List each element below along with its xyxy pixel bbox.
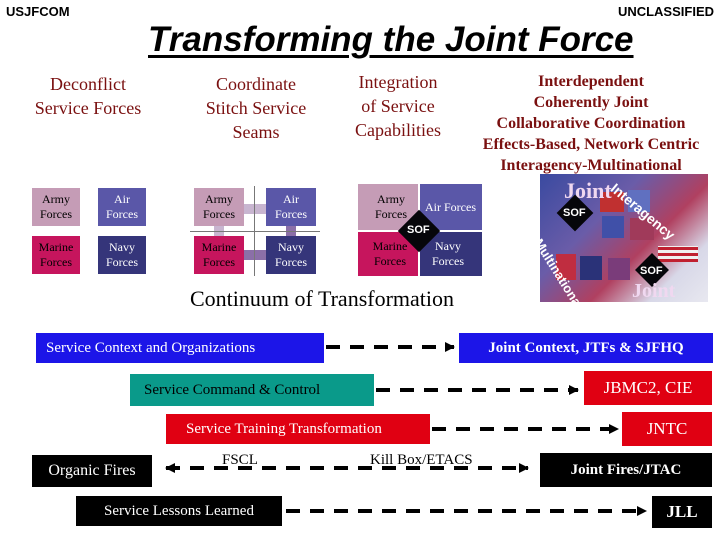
sof-label: SOF (407, 224, 430, 236)
seam-line (190, 231, 320, 232)
column-heading-integration: Integration of Service Capabilities (330, 70, 466, 142)
collage-tile (608, 258, 630, 280)
army-forces-box: Army Forces (32, 188, 80, 226)
collage-tile (580, 256, 602, 280)
flag-stripes (658, 246, 698, 262)
collage-tile (630, 218, 654, 240)
service-training-band: Service Training Transformation (166, 414, 430, 444)
army-forces-box: Army Forces (194, 188, 244, 226)
marine-forces-box: Marine Forces (194, 236, 244, 274)
heading-line: Effects-Based, Network Centric (482, 136, 700, 153)
column-heading-interdependent: Interdependent Coherently Joint Collabor… (462, 71, 720, 176)
heading-line: Seams (232, 122, 280, 142)
seam-connector (244, 250, 266, 260)
heading-line: Service Forces (34, 98, 142, 118)
column-heading-deconflict: Deconflict Service Forces (18, 72, 158, 120)
marine-forces-box: Marine Forces (358, 232, 418, 276)
column-heading-coordinate: Coordinate Stitch Service Seams (186, 72, 326, 144)
jll-box: JLL (652, 496, 712, 528)
band-label: Service Training Transformation (186, 420, 382, 437)
heading-line: Interdependent (538, 73, 644, 90)
heading-line: Interagency-Multinational (500, 157, 682, 174)
joint-fires-box: Joint Fires/JTAC (540, 453, 712, 487)
collage-tile (556, 254, 576, 280)
continuum-title: Continuum of Transformation (190, 286, 455, 311)
heading-line: Capabilities (355, 120, 441, 140)
collage-tile (600, 192, 624, 212)
seam-connector (244, 204, 266, 214)
sof-label: SOF (563, 207, 586, 219)
sof-label: SOF (640, 265, 663, 277)
organic-fires-box: Organic Fires (32, 455, 152, 487)
heading-line: Stitch Service (205, 98, 307, 118)
service-context-band: Service Context and Organizations (36, 333, 324, 363)
integration-group: Army Forces Air Forces Marine Forces Nav… (358, 184, 482, 276)
air-forces-box: Air Forces (420, 184, 482, 230)
coordinate-group: Army Forces Air Forces Marine Forces Nav… (190, 186, 320, 276)
heading-line: Collaborative Coordination (496, 115, 686, 132)
joint-text-bottom: Joint (632, 280, 676, 302)
collage-tile (602, 216, 624, 238)
heading-line: Coordinate (216, 74, 296, 94)
band-label: Service Command & Control (144, 381, 321, 398)
box-label: JBMC2, CIE (603, 378, 693, 397)
jntc-box: JNTC (622, 412, 712, 446)
jbmc2-box: JBMC2, CIE (584, 371, 712, 405)
service-command-band: Service Command & Control (130, 374, 374, 406)
heading-line: Deconflict (50, 74, 126, 94)
fscl-label: FSCL (222, 452, 258, 468)
air-forces-box: Air Forces (98, 188, 146, 226)
air-forces-box: Air Forces (266, 188, 316, 226)
org-label: USJFCOM (6, 4, 70, 19)
navy-forces-box: Navy Forces (266, 236, 316, 274)
kill-box-label: Kill Box/ETACS (370, 452, 473, 468)
marine-forces-box: Marine Forces (32, 236, 80, 274)
box-label: JLL (666, 502, 698, 521)
page-title: Transforming the Joint Force (148, 20, 634, 59)
box-label: Organic Fires (48, 462, 136, 479)
box-label: Joint Context, JTFs & SJFHQ (488, 339, 684, 356)
box-label: JNTC (646, 419, 688, 438)
joint-collage: Joint Interagency Multinational SOF SOF … (540, 174, 708, 302)
navy-forces-box: Navy Forces (98, 236, 146, 274)
classification-label: UNCLASSIFIED (617, 4, 714, 19)
heading-line: Coherently Joint (533, 94, 649, 111)
heading-line: Integration (358, 72, 438, 92)
collage-tile (628, 190, 650, 212)
joint-context-box: Joint Context, JTFs & SJFHQ (459, 333, 713, 363)
heading-line: of Service (361, 96, 435, 116)
service-lessons-box: Service Lessons Learned (76, 496, 282, 526)
collage-background (540, 174, 708, 302)
box-label: Joint Fires/JTAC (570, 461, 682, 478)
box-label: Service Lessons Learned (104, 502, 254, 519)
band-label: Service Context and Organizations (46, 339, 256, 356)
